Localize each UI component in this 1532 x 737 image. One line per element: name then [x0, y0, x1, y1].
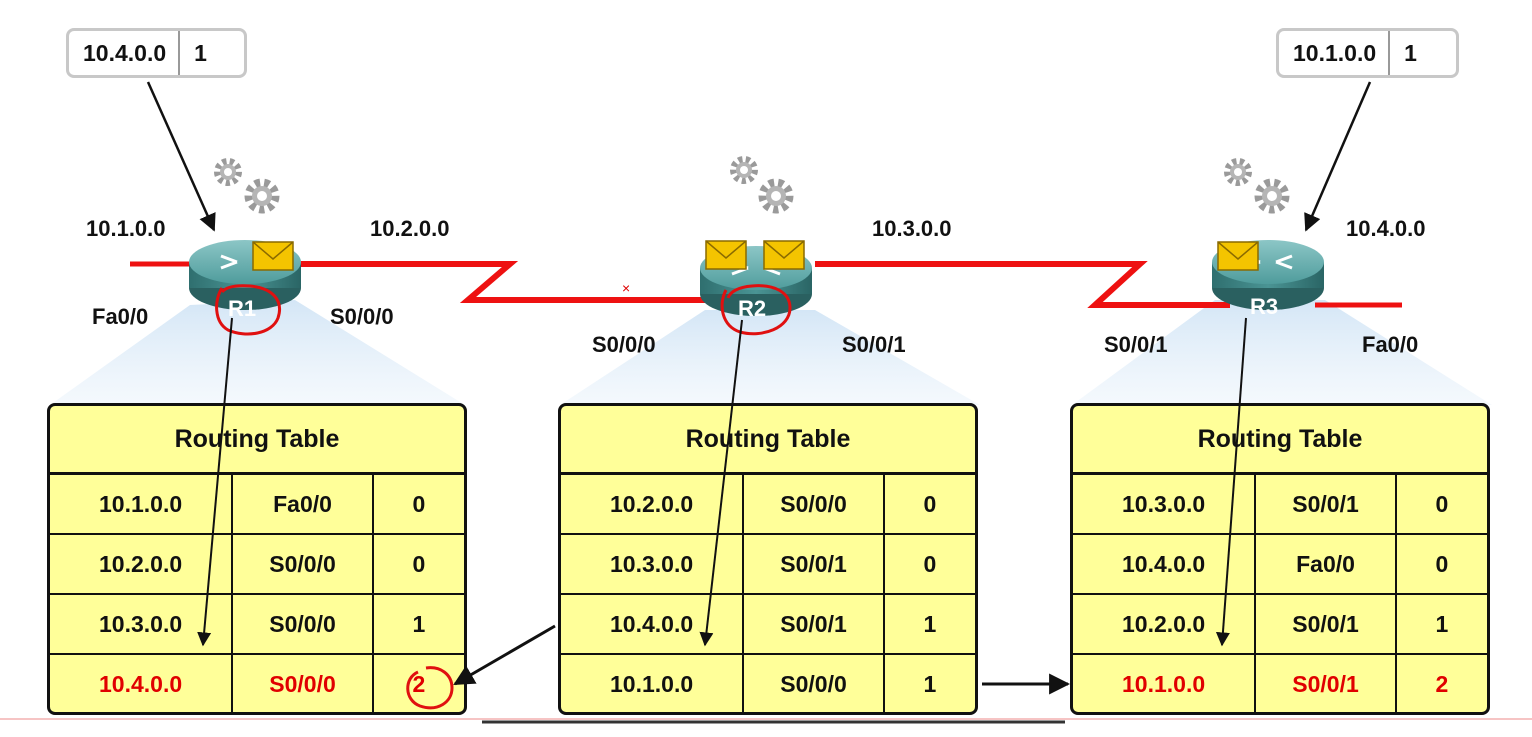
interface-label-r3-s: S0/0/1 — [1104, 332, 1168, 357]
route-interface: S0/0/0 — [231, 593, 374, 655]
update-network: 10.4.0.0 — [69, 31, 181, 75]
route-network: 10.4.0.0 — [50, 653, 234, 712]
r1-envelope-icon — [252, 241, 294, 271]
update-metric: 1 — [1404, 39, 1417, 66]
route-interface: S0/0/1 — [742, 533, 885, 595]
interface-label-r3-fa: Fa0/0 — [1362, 332, 1419, 357]
route-hops: 0 — [882, 475, 975, 535]
r2-gear-icon — [734, 160, 789, 209]
route-hops: 0 — [371, 475, 464, 535]
route-hops: 1 — [882, 653, 975, 712]
r3-envelope-icon — [1217, 241, 1259, 271]
interface-label-r1-s: S0/0/0 — [330, 304, 394, 329]
r2-envelope-left-icon — [705, 240, 747, 270]
route-interface: S0/0/1 — [742, 593, 885, 655]
network-label-10-1: 10.1.0.0 — [86, 216, 166, 241]
route-network: 10.1.0.0 — [50, 475, 234, 535]
route-interface: S0/0/1 — [1254, 593, 1397, 655]
route-hops: 2 — [371, 653, 464, 712]
route-hops: 0 — [1394, 475, 1487, 535]
router-r1-name: R1 — [228, 296, 256, 321]
update-metric: 1 — [194, 39, 207, 66]
route-network: 10.2.0.0 — [50, 533, 234, 595]
update-box-left: 10.4.0.0 1 — [66, 28, 247, 78]
route-interface: Fa0/0 — [231, 475, 374, 535]
route-hops: 0 — [371, 533, 464, 595]
route-interface: S0/0/0 — [231, 653, 374, 712]
route-network: 10.3.0.0 — [1073, 475, 1257, 535]
route-interface: S0/0/0 — [742, 475, 885, 535]
r2-beam — [560, 310, 980, 405]
update-network: 10.1.0.0 — [1279, 31, 1391, 75]
route-hops: 0 — [1394, 533, 1487, 595]
network-label-10-3: 10.3.0.0 — [872, 216, 952, 241]
routing-table-title: Routing Table — [1073, 406, 1487, 475]
route-network: 10.2.0.0 — [561, 475, 745, 535]
network-label-10-4: 10.4.0.0 — [1346, 216, 1426, 241]
route-interface: S0/0/1 — [1254, 475, 1397, 535]
stray-mark: × — [622, 280, 630, 296]
router-r2-name: R2 — [738, 296, 766, 321]
route-hops: 2 — [1394, 653, 1487, 712]
interface-label-r1-fa: Fa0/0 — [92, 304, 149, 329]
route-network: 10.4.0.0 — [1073, 533, 1257, 595]
r1-gear-icon — [218, 162, 275, 209]
route-hops: 0 — [882, 533, 975, 595]
r2-envelope-right-icon — [763, 240, 805, 270]
route-network: 10.3.0.0 — [50, 593, 234, 655]
route-hops: 1 — [371, 593, 464, 655]
route-interface: S0/0/1 — [1254, 653, 1397, 712]
route-interface: Fa0/0 — [1254, 533, 1397, 595]
route-interface: S0/0/0 — [231, 533, 374, 595]
network-label-10-2: 10.2.0.0 — [370, 216, 450, 241]
route-interface: S0/0/0 — [742, 653, 885, 712]
serial-link-r1-r2 — [295, 261, 710, 303]
route-hops: 1 — [1394, 593, 1487, 655]
route-network: 10.3.0.0 — [561, 533, 745, 595]
serial-link-r2-r3 — [815, 261, 1230, 308]
r3-gear-icon — [1228, 162, 1285, 209]
route-hops: 1 — [882, 593, 975, 655]
update-box-right: 10.1.0.0 1 — [1276, 28, 1459, 78]
r1-beam — [50, 300, 465, 405]
routing-table-title: Routing Table — [50, 406, 464, 475]
r3-beam — [1072, 300, 1492, 405]
route-network: 10.1.0.0 — [1073, 653, 1257, 712]
interface-label-r2-s0: S0/0/0 — [592, 332, 656, 357]
interface-label-r2-s1: S0/0/1 — [842, 332, 906, 357]
route-network: 10.4.0.0 — [561, 593, 745, 655]
routing-table-title: Routing Table — [561, 406, 975, 475]
router-r3-name: R3 — [1250, 294, 1278, 319]
route-network: 10.2.0.0 — [1073, 593, 1257, 655]
route-network: 10.1.0.0 — [561, 653, 745, 712]
